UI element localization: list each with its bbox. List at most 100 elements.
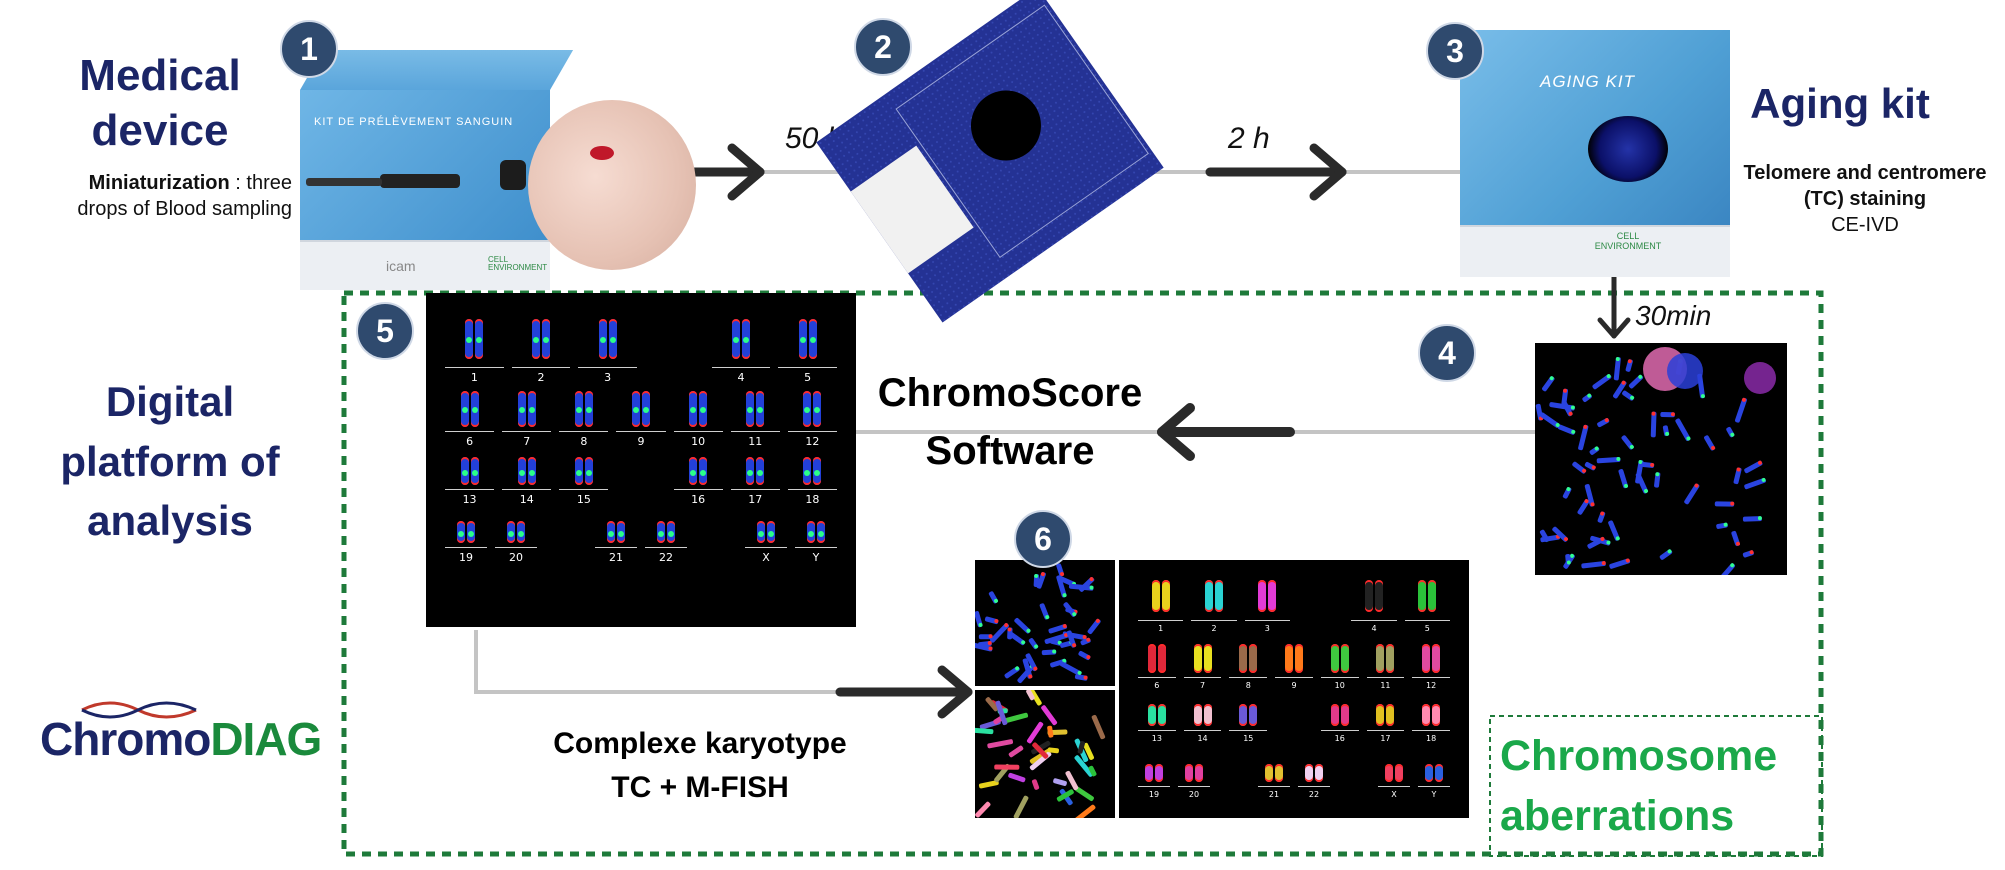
- telomere-signal: [1072, 643, 1077, 648]
- chromosome: [1265, 764, 1273, 782]
- telomere-signal: [1604, 418, 1609, 423]
- telomere-signal: [978, 622, 983, 627]
- chromosome: [1193, 644, 1202, 673]
- chromosome: [1031, 740, 1051, 755]
- telomere-signal: [1555, 422, 1560, 427]
- chromosome-label: 7: [523, 435, 531, 448]
- logo-diag: DIAG: [210, 713, 322, 765]
- chromosome: [1091, 714, 1106, 740]
- chromosome: [1561, 388, 1569, 406]
- karyotype-baseline: [502, 489, 552, 490]
- telomere-signal: [1623, 483, 1628, 488]
- chromosome: [1041, 705, 1058, 726]
- chromosome: [1744, 460, 1763, 474]
- chromosome: [689, 457, 698, 485]
- brand-cell-environment: CELL ENVIRONMENT: [1594, 231, 1662, 251]
- telomere-signal: [1563, 388, 1568, 393]
- chromosome: [1650, 411, 1657, 438]
- chromosome-label: 19: [1148, 789, 1160, 799]
- chromosome: [1048, 624, 1068, 634]
- chromosome: [1422, 644, 1431, 673]
- telomere-signal: [1587, 393, 1592, 398]
- telomere-signal: [1757, 460, 1762, 465]
- chromosome: [746, 457, 755, 485]
- chromosome: [1618, 469, 1628, 489]
- chromosome: [1157, 704, 1166, 727]
- desc-line: (TC) staining: [1803, 188, 1927, 210]
- karyotype-baseline: [645, 547, 687, 548]
- chromosome: [1385, 764, 1393, 782]
- telomere-signal: [1582, 468, 1587, 473]
- chromosome: [1295, 644, 1303, 673]
- karyotype-baseline: [1351, 620, 1397, 621]
- caption-text: : three: [229, 172, 292, 194]
- chromosome: [1305, 764, 1313, 782]
- chromosome: [1578, 424, 1589, 451]
- chromosome: [813, 457, 822, 485]
- chromosome: [1340, 644, 1349, 673]
- caption-bold: Miniaturization: [88, 172, 230, 194]
- chromosome: [1315, 764, 1323, 782]
- chromosome: [1592, 374, 1612, 390]
- chromosome-label: X: [1391, 789, 1397, 799]
- telomere-signal: [1026, 628, 1031, 633]
- karyotype-baseline: [1298, 785, 1330, 787]
- chromosome: [598, 319, 607, 359]
- arrow-to-aging-kit: [1205, 143, 1347, 201]
- interphase-nucleus: [1744, 362, 1776, 394]
- karyotype-baseline: [445, 431, 495, 432]
- chromosome: [1083, 742, 1094, 760]
- telomere-signal: [1566, 487, 1571, 492]
- chromosome: [757, 521, 765, 543]
- telomere-signal: [1052, 649, 1057, 654]
- box-label: AGING KIT: [1540, 72, 1635, 91]
- step-badge-6: 6: [1014, 510, 1072, 568]
- chromosome-label: 19: [459, 551, 473, 564]
- telomere-signal: [1600, 511, 1605, 516]
- chromosome-label: 13: [462, 493, 477, 506]
- chromosome-label: 11: [1380, 680, 1391, 690]
- karyotype-baseline: [559, 489, 609, 490]
- chromosome: [1539, 412, 1560, 428]
- chromosome: [1340, 704, 1349, 727]
- miniaturization-caption: Miniaturization : three drops of Blood s…: [30, 170, 292, 222]
- chromosome: [1435, 764, 1443, 782]
- telomere-signal: [1730, 563, 1735, 568]
- title-line: device: [91, 106, 229, 155]
- karyotype-baseline: [1412, 676, 1450, 678]
- chromosome: [632, 391, 640, 427]
- chromosome-label: 10: [691, 435, 706, 448]
- telomere-signal: [1062, 593, 1067, 598]
- chromosome-label: 3: [1264, 624, 1270, 633]
- chromosome-label: 8: [1245, 680, 1251, 690]
- chromosome-label: 16: [1334, 734, 1345, 744]
- chromosome: [1395, 764, 1403, 782]
- telomere-signal: [1723, 522, 1728, 527]
- telomere-signal: [1570, 553, 1575, 558]
- chromosome: [1026, 690, 1042, 706]
- telomere-signal: [1566, 560, 1571, 565]
- chromosome: [1065, 770, 1079, 791]
- telomere-signal: [1089, 585, 1094, 590]
- telomere-signal: [1650, 462, 1655, 467]
- chromosome-label: 18: [1426, 734, 1437, 744]
- telomere-signal: [1590, 502, 1595, 507]
- chromosome: [532, 319, 540, 359]
- chromosome: [517, 521, 525, 543]
- chromosome-label: 22: [1308, 789, 1320, 799]
- karyotype-baseline: [1229, 676, 1268, 678]
- software-line: ChromoScore: [877, 371, 1143, 415]
- caption-text: drops of Blood sampling: [77, 198, 292, 220]
- chromosome-label: 6: [1154, 680, 1160, 690]
- telomere-signal: [1089, 577, 1094, 582]
- chromosome: [527, 391, 536, 427]
- arrow-to-software: [1157, 403, 1295, 461]
- telomere-signal: [1601, 561, 1606, 566]
- chromosome: [1744, 477, 1766, 490]
- telomere-signal: [1600, 536, 1605, 541]
- chromosome: [995, 700, 1008, 726]
- chromosome: [1147, 704, 1156, 727]
- lancet-device-icon: [380, 174, 460, 188]
- chromosome-label: 13: [1151, 734, 1162, 744]
- chromosome: [1386, 644, 1395, 673]
